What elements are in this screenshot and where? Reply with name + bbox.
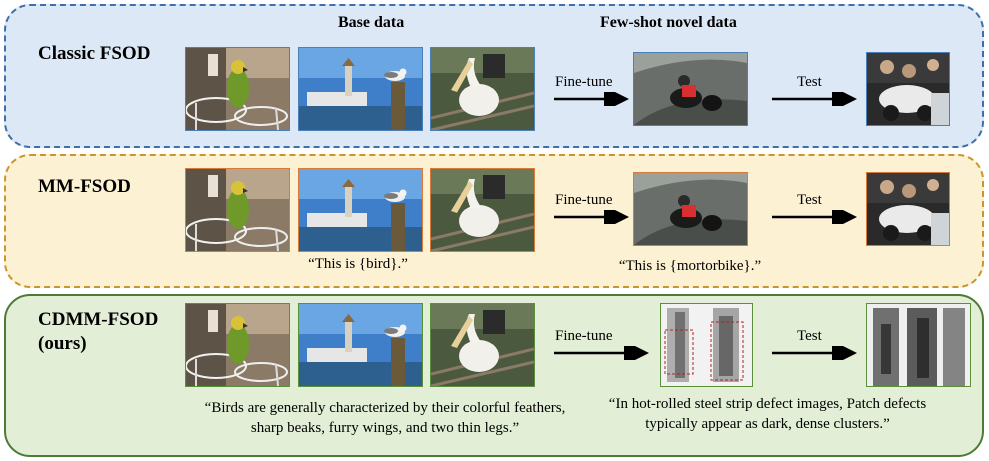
seagull-image xyxy=(298,168,423,252)
test-arrow-3 xyxy=(772,346,857,360)
finetune-arrow-2 xyxy=(554,210,629,224)
parrot-image xyxy=(185,303,290,387)
pelican-image xyxy=(430,47,535,131)
mm-novel-caption: “This is {mortorbike}.” xyxy=(618,258,762,274)
cdmm-novel-caption: “In hot-rolled steel strip defect images… xyxy=(608,396,927,432)
mm-fsod-label: MM-FSOD xyxy=(38,176,131,197)
base-data-header: Base data xyxy=(338,14,405,31)
test-label-3: Test xyxy=(797,328,822,344)
police-motorbike-image xyxy=(866,172,950,246)
test-arrow-2 xyxy=(772,210,857,224)
finetune-label-1: Fine-tune xyxy=(555,74,613,90)
finetune-label-2: Fine-tune xyxy=(555,192,613,208)
test-arrow-1 xyxy=(772,92,857,106)
steel-defect-test-image xyxy=(866,303,971,387)
finetune-arrow-1 xyxy=(554,92,629,106)
mm-base-caption: “This is {bird}.” xyxy=(308,256,408,272)
police-motorbike-image xyxy=(866,52,950,126)
parrot-image xyxy=(185,47,290,131)
test-label-2: Test xyxy=(797,192,822,208)
test-label-1: Test xyxy=(797,74,822,90)
motorbike-image xyxy=(633,172,748,246)
seagull-image xyxy=(298,303,423,387)
novel-data-header: Few-shot novel data xyxy=(600,14,737,31)
motorbike-image xyxy=(633,52,748,126)
cdmm-base-caption: “Birds are generally characterized by th… xyxy=(204,400,566,436)
seagull-image xyxy=(298,47,423,131)
finetune-label-3: Fine-tune xyxy=(555,328,613,344)
cdmm-fsod-label: CDMM-FSOD (ours) xyxy=(38,309,159,354)
finetune-arrow-3 xyxy=(554,346,649,360)
classic-fsod-label: Classic FSOD xyxy=(38,43,151,64)
steel-defect-image xyxy=(660,303,753,387)
pelican-image xyxy=(430,168,535,252)
parrot-image xyxy=(185,168,290,252)
pelican-image xyxy=(430,303,535,387)
